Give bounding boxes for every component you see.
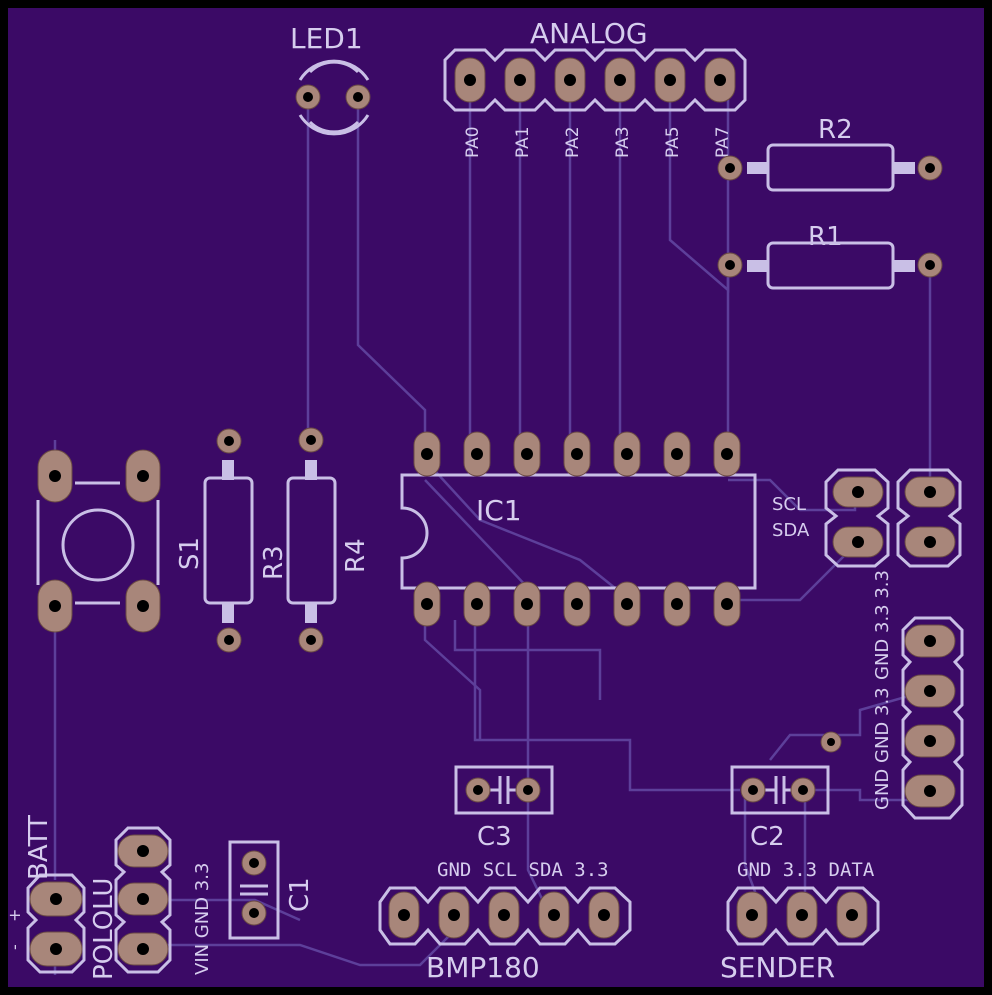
r4-label: R4 <box>341 538 371 573</box>
r4: R3 R4 <box>259 427 371 653</box>
pololu-header: POLOLU VIN GND 3.3 <box>89 826 213 980</box>
power-pin-label-1: GND 3.3 3.3 <box>872 570 893 680</box>
pololu-label: POLOLU <box>89 878 119 980</box>
s1: S1 <box>175 428 254 653</box>
analog-pin-label-3: PA2 <box>563 126 583 158</box>
batt-plus-label: + <box>5 909 24 922</box>
c2: C2 <box>730 765 830 852</box>
analog-pin-label-1: PA0 <box>463 126 483 158</box>
c2-label: C2 <box>750 822 785 852</box>
r1: R1 <box>717 222 943 290</box>
bmp180-label: BMP180 <box>426 951 540 984</box>
power-header: GND 3.3 3.3 GND GND 3.3 <box>820 570 964 820</box>
sda-label: SDA <box>772 520 810 541</box>
c3-label: C3 <box>477 822 512 852</box>
c1-label: C1 <box>285 877 315 912</box>
batt-label: BATT <box>24 815 54 880</box>
pololu-pin-labels: VIN GND 3.3 <box>192 863 213 975</box>
bmp180-header: GND SCL SDA 3.3 BMP180 <box>378 859 632 984</box>
led1-label: LED1 <box>290 22 363 55</box>
button <box>36 449 161 633</box>
ic1: IC1 <box>400 431 757 627</box>
r2-label: R2 <box>818 115 853 145</box>
c1: C1 <box>228 840 315 940</box>
r3-label: R3 <box>259 545 289 580</box>
analog-pin-label-5: PA5 <box>663 126 683 158</box>
analog-pin-label-2: PA1 <box>513 126 533 158</box>
c3: C3 <box>454 765 554 852</box>
sender-pin-labels: GND 3.3 DATA <box>737 859 875 881</box>
r1-label: R1 <box>808 222 843 252</box>
i2c-header: SCL SDA <box>772 468 962 568</box>
scl-label: SCL <box>772 494 806 515</box>
analog-label: ANALOG <box>530 17 648 50</box>
bmp-pin-labels: GND SCL SDA 3.3 <box>437 859 609 881</box>
s1-label: S1 <box>175 537 205 570</box>
analog-pin-label-6: PA7 <box>713 126 733 158</box>
led1: LED1 <box>290 22 371 136</box>
r2: R2 <box>717 115 943 192</box>
sender-label: SENDER <box>720 951 835 984</box>
sender-header: GND 3.3 DATA SENDER <box>720 859 880 984</box>
analog-header: ANALOG PA0 PA1 PA2 PA3 PA5 PA7 <box>443 17 747 158</box>
ic1-label: IC1 <box>476 494 522 527</box>
analog-pin-label-4: PA3 <box>613 126 633 158</box>
power-pin-label-2: GND GND 3.3 <box>872 687 893 810</box>
batt-header: BATT + - <box>5 815 86 974</box>
batt-minus-label: - <box>5 944 24 950</box>
